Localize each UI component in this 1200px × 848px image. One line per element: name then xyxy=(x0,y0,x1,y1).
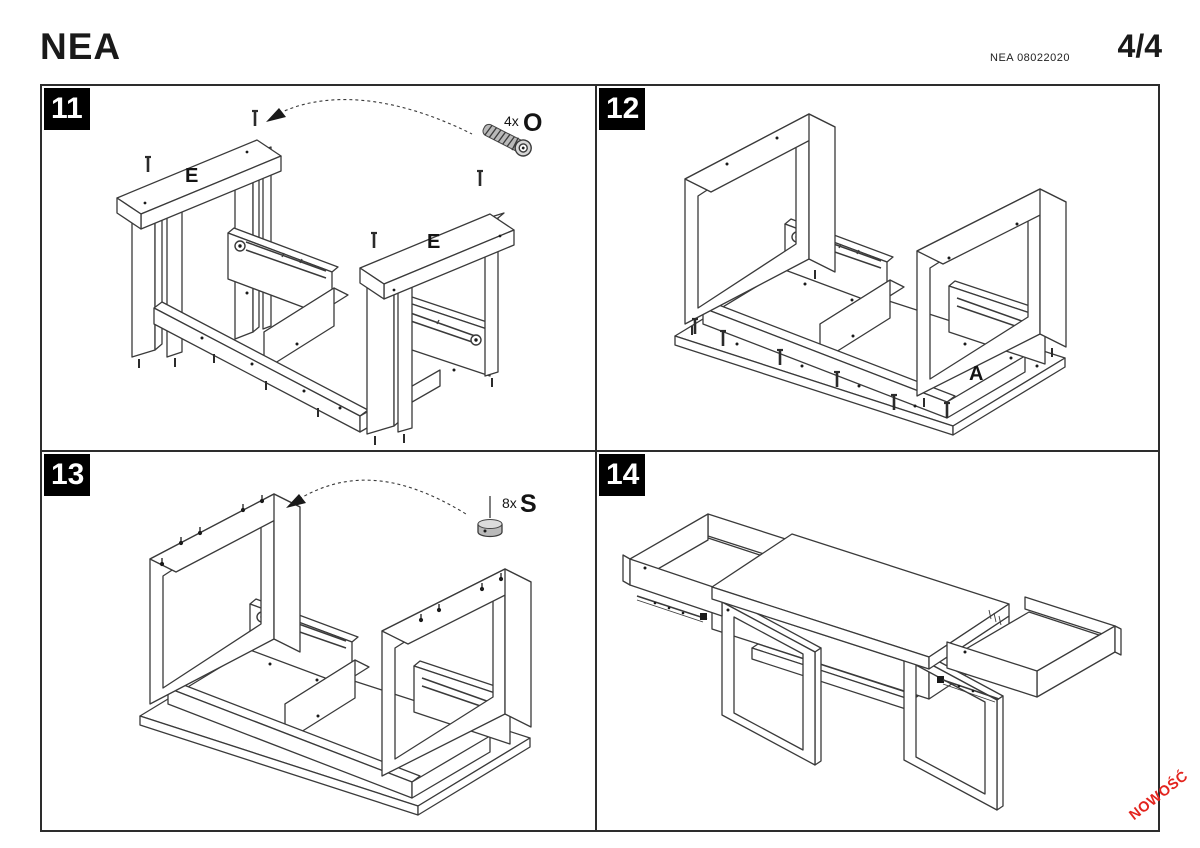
step-11-drawing: E xyxy=(116,99,542,446)
drawer-right xyxy=(937,596,1122,703)
part-label-e1: E xyxy=(185,165,198,187)
step-13-drawing: 8x S xyxy=(139,479,537,816)
document-code: NEA 08022020 xyxy=(990,52,1071,64)
assembly xyxy=(139,493,532,816)
leg-frame-left xyxy=(721,597,822,766)
step-panel-14 xyxy=(597,452,1158,830)
foot-glide-icon xyxy=(477,496,503,538)
step-panel-11: E xyxy=(42,86,593,448)
leg-frame-right xyxy=(916,188,1067,408)
drawer-left xyxy=(622,513,799,623)
drawer-slide-left xyxy=(227,227,339,319)
screw-icon xyxy=(482,123,532,157)
step-panel-13: 8x S xyxy=(42,452,593,830)
part-label-a: A xyxy=(969,363,983,385)
step-12-drawing: A xyxy=(674,113,1067,436)
steps-grid: 11 12 13 14 xyxy=(40,84,1160,832)
step-14-drawing xyxy=(622,513,1122,811)
hardware-qty-label: 4x xyxy=(504,113,519,129)
product-name: NEA xyxy=(40,26,122,67)
hardware-part-code: O xyxy=(523,109,542,137)
top-bar-E-left: E xyxy=(116,139,282,230)
part-label-e2: E xyxy=(427,231,440,253)
hardware-qty-label: 8x xyxy=(502,495,517,511)
leg-frame-left xyxy=(684,113,836,336)
guide-arrow xyxy=(293,479,467,515)
screw-tips xyxy=(690,316,1039,420)
step-number-13: 13 xyxy=(44,454,90,496)
step-panel-12: A xyxy=(597,86,1158,448)
hardware-part-code: S xyxy=(520,490,537,518)
step-number-12: 12 xyxy=(599,88,645,130)
drawer-slide-right xyxy=(393,292,497,377)
grid-divider-vertical xyxy=(595,86,597,830)
step-number-11: 11 xyxy=(44,88,90,130)
page-indicator: 4/4 xyxy=(1117,28,1162,64)
guide-arrow xyxy=(273,99,473,135)
top-bar-E-right: E xyxy=(359,213,515,300)
grid-divider-horizontal xyxy=(42,450,1158,452)
step-number-14: 14 xyxy=(599,454,645,496)
